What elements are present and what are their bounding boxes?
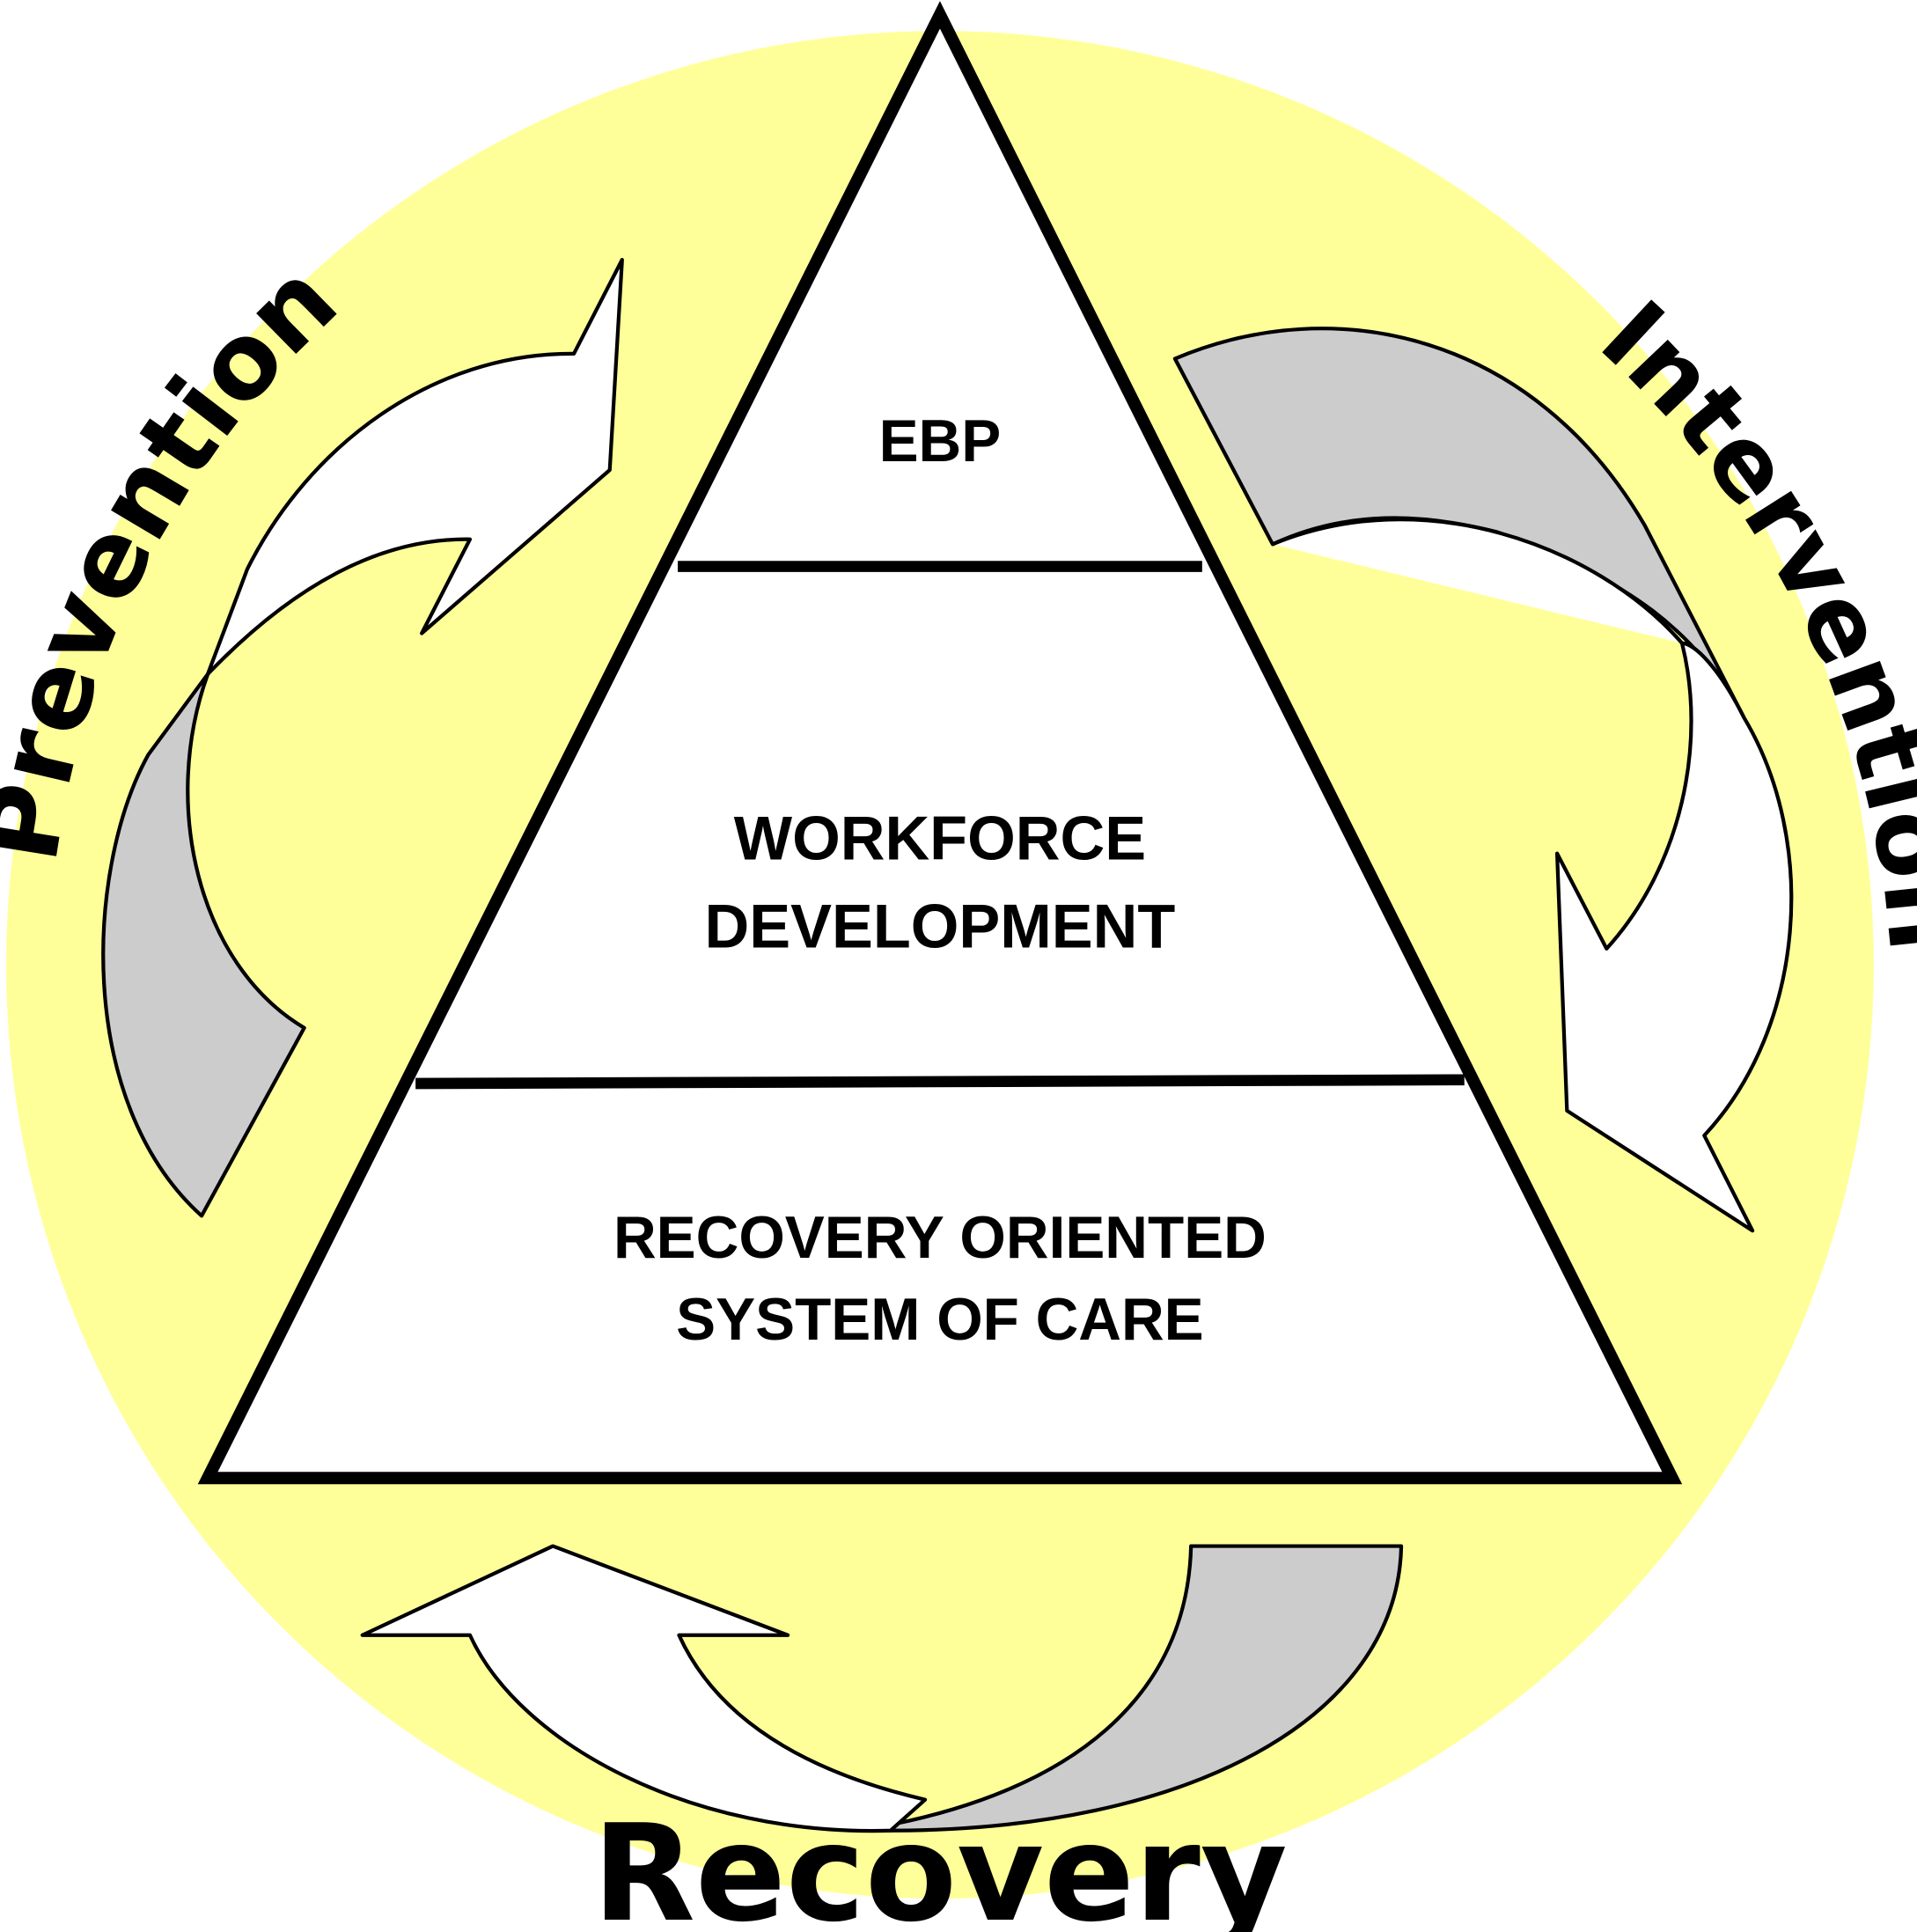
prevention-arrow-body <box>205 257 624 676</box>
intervention-arrow <box>1172 327 1794 1233</box>
tier-recovery-system-label-line1: RECOVERY ORIENTED <box>613 1205 1267 1271</box>
recovery-arrow-shadow <box>863 1544 1404 1833</box>
recovery-label: Recovery <box>592 1796 1288 1932</box>
intervention-arrow-body <box>1272 518 1794 1233</box>
recovery-arrow-body <box>360 1544 928 1833</box>
tier-workforce-label-line2: DEVELOPMENT <box>705 891 1176 960</box>
pyramid-outline <box>197 1 1683 1485</box>
pyramid: EBP WORKFORCE DEVELOPMENT RECOVERY ORIEN… <box>197 1 1683 1485</box>
recovery-arrow <box>360 1544 1404 1833</box>
prevention-arrow-shadow <box>101 672 306 1218</box>
tier-divider-bottom <box>415 1074 1465 1090</box>
tier-recovery-system-label-line2: SYSTEM OF CARE <box>676 1287 1203 1353</box>
tier-workforce-label-line1: WORKFORCE <box>734 804 1146 873</box>
prevention-arrow <box>101 257 624 1218</box>
tier-ebp-label: EBP <box>879 408 1002 474</box>
